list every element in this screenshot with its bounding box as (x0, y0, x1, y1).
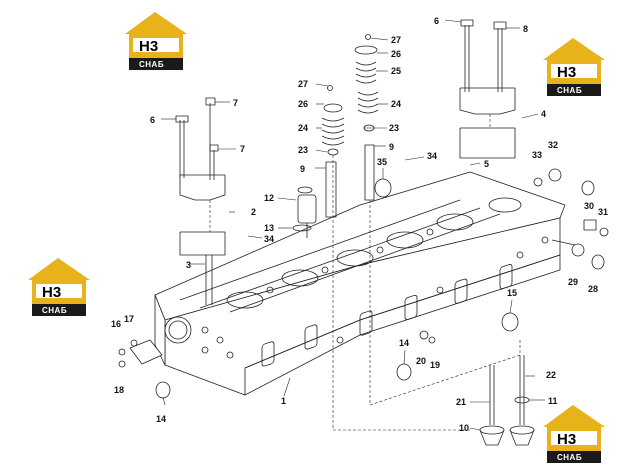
callout-label: 31 (598, 207, 608, 217)
callout-label: 19 (430, 360, 440, 370)
left-valve-spring-stack (321, 85, 345, 156)
callout-label: 34 (264, 234, 274, 244)
logo-main-text: H3 (557, 431, 576, 448)
callout-label: 12 (264, 193, 274, 203)
callout-label: 23 (298, 145, 308, 155)
callout-label: 26 (298, 99, 308, 109)
callout-label: 24 (298, 123, 308, 133)
callout-label: 14 (399, 338, 409, 348)
callout-label: 25 (391, 66, 401, 76)
callout-label: 4 (541, 109, 546, 119)
brand-logo-top-right: H3 СНАБ (543, 38, 605, 96)
callout-label: 24 (391, 99, 401, 109)
assembly-guide-lines (209, 114, 521, 431)
callout-label: 7 (240, 144, 245, 154)
deck-valve-ports (226, 197, 522, 309)
callout-label: 30 (584, 201, 594, 211)
logo-main-text: H3 (557, 64, 576, 81)
callout-label: 6 (434, 16, 439, 26)
callout-label: 5 (484, 159, 489, 169)
callout-label: 6 (150, 115, 155, 125)
cylinder-head-body (154, 171, 566, 396)
callout-label: 34 (427, 151, 437, 161)
callout-label: 20 (416, 356, 426, 366)
callout-label: 16 (111, 319, 121, 329)
callout-label: 14 (156, 414, 166, 424)
logo-sub-text: СНАБ (42, 306, 67, 315)
callout-label: 8 (523, 24, 528, 34)
right-valve-spring-stack (354, 34, 379, 201)
callout-label: 15 (507, 288, 517, 298)
injector-assembly (292, 161, 337, 238)
callout-label: 13 (264, 223, 274, 233)
brand-logo-mid-left: H3 СНАБ (28, 258, 90, 316)
callout-label: 2 (251, 207, 256, 217)
callout-label: 27 (391, 35, 401, 45)
callout-label: 33 (532, 150, 542, 160)
callout-label: 27 (298, 79, 308, 89)
callout-label: 3 (186, 260, 191, 270)
loose-valves (479, 355, 535, 446)
callout-label: 7 (233, 98, 238, 108)
callout-label: 22 (546, 370, 556, 380)
callout-label: 21 (456, 397, 466, 407)
callout-leader-lines (161, 19, 545, 431)
callout-label: 9 (389, 142, 394, 152)
callout-label: 18 (114, 385, 124, 395)
callout-label: 17 (124, 314, 134, 324)
callout-label: 29 (568, 277, 578, 287)
right-side-fittings (533, 168, 609, 270)
callout-label: 28 (588, 284, 598, 294)
callout-label: 26 (391, 49, 401, 59)
logo-sub-text: СНАБ (557, 86, 582, 95)
brand-logo-bottom-right: H3 СНАБ (543, 405, 605, 463)
logo-sub-text: СНАБ (557, 453, 582, 462)
callout-label: 11 (548, 396, 558, 406)
brand-logo-top-left: H3 СНАБ (125, 12, 187, 70)
logo-main-text: H3 (139, 38, 158, 55)
logo-sub-text: СНАБ (139, 60, 164, 69)
callout-label: 10 (459, 423, 469, 433)
right-bearing-cap-assembly (459, 19, 516, 159)
callout-label: 23 (389, 123, 399, 133)
logo-main-text: H3 (42, 284, 61, 301)
callout-label: 35 (377, 157, 387, 167)
callout-label: 1 (281, 396, 286, 406)
callout-label: 9 (300, 164, 305, 174)
callout-label: 32 (548, 140, 558, 150)
left-end-bracket (118, 339, 163, 368)
callout-labels: 1 2 3 4 5 6 6 7 7 8 9 9 10 11 12 13 14 1… (111, 16, 608, 433)
